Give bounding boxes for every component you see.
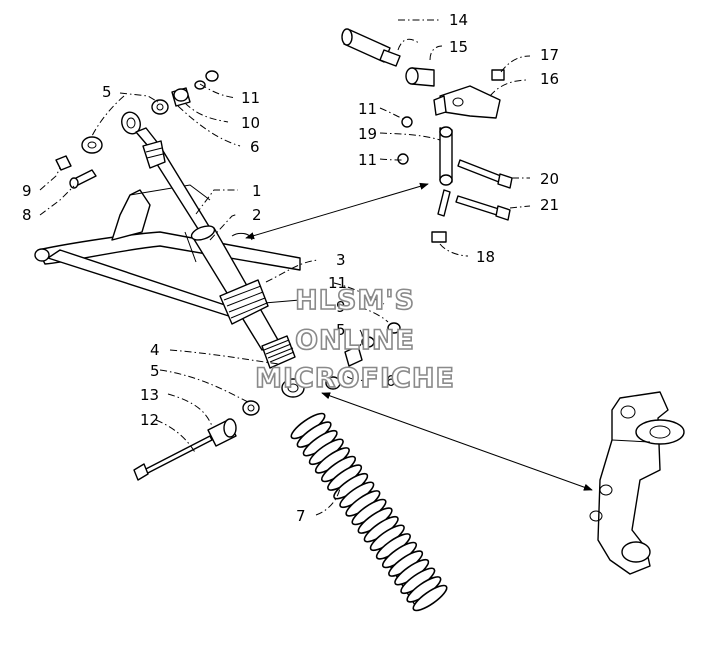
- callout-9-lower: 9: [336, 298, 346, 316]
- callout-8: 8: [22, 206, 32, 224]
- coil-spring: [290, 412, 448, 612]
- upper-hardware: [55, 70, 219, 189]
- callout-6-upper: 6: [250, 138, 260, 156]
- callout-21: 21: [540, 196, 559, 214]
- watermark-line-1: HLSM'S: [295, 285, 415, 316]
- callout-12: 12: [140, 411, 159, 429]
- shock-absorber: [121, 111, 305, 398]
- callout-5-lower-left: 5: [150, 362, 160, 380]
- callout-3: 3: [336, 251, 346, 269]
- callout-11-mid-right: 11: [358, 151, 377, 169]
- callout-15: 15: [449, 38, 468, 56]
- lower-hardware: [133, 322, 401, 481]
- callout-14: 14: [449, 11, 468, 29]
- a-arm-frame: [34, 184, 301, 319]
- callout-11-lower: 11: [328, 274, 347, 292]
- callout-5-upper: 5: [102, 83, 112, 101]
- callout-20: 20: [540, 170, 559, 188]
- callout-9-left: 9: [22, 182, 32, 200]
- callout-18: 18: [476, 248, 495, 266]
- callout-11-upper-left: 11: [241, 89, 260, 107]
- leader-lines: [39, 19, 531, 516]
- callout-10: 10: [241, 114, 260, 132]
- callout-6-lower: 6: [386, 372, 396, 390]
- watermark-line-3: MICROFICHE: [255, 363, 455, 394]
- callout-labels: 14 15 17 16 11 19 11 20 21 18 5 11 10 6 …: [22, 11, 559, 525]
- linkage-assembly: [341, 28, 513, 243]
- callout-2: 2: [252, 206, 262, 224]
- callout-11-upper-right: 11: [358, 100, 377, 118]
- callout-5-lower-right: 5: [336, 321, 346, 339]
- callout-13: 13: [140, 386, 159, 404]
- callout-17: 17: [540, 46, 559, 64]
- callout-7: 7: [296, 507, 306, 525]
- spring-coil: [412, 584, 448, 612]
- callout-16: 16: [540, 70, 559, 88]
- watermark-line-2: ONLINE: [295, 325, 415, 356]
- connection-arrows: [245, 182, 593, 491]
- callout-19: 19: [358, 125, 377, 143]
- watermark: HLSM'S ONLINE MICROFICHE: [254, 284, 455, 395]
- spindle: [589, 391, 685, 575]
- callout-1: 1: [252, 182, 262, 200]
- callout-4: 4: [150, 341, 160, 359]
